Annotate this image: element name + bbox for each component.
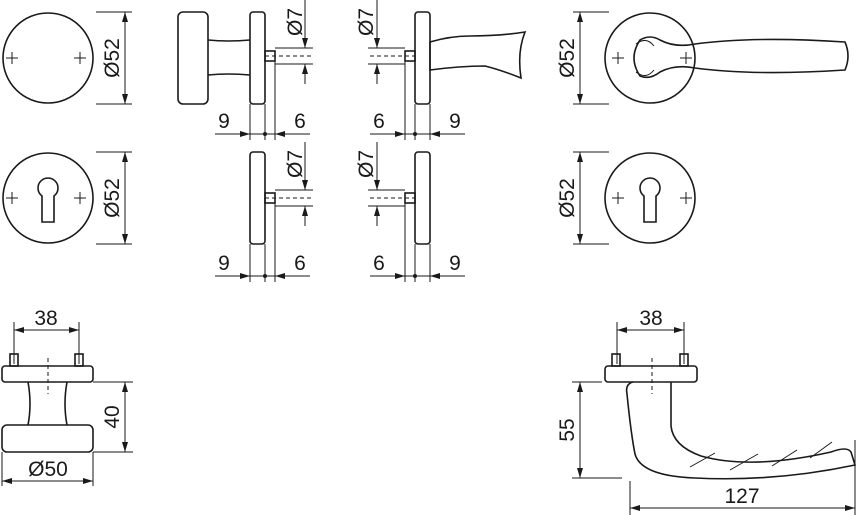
dim-spindle-diameter: Ø7 — [355, 8, 378, 36]
knob-side-view: Ø7 9 6 — [177, 0, 313, 140]
dim-escutcheon-diameter: Ø52 — [556, 178, 579, 218]
dim-spindle-diameter: Ø7 — [284, 8, 307, 36]
knob-top-view: 38 40 Ø50 — [1, 307, 133, 486]
dim-pin-spacing: 38 — [34, 307, 57, 330]
dim-pin-spacing: 38 — [639, 307, 662, 330]
dim-offset-6: 6 — [294, 252, 306, 275]
dim-knob-projection: 40 — [101, 405, 124, 428]
escutcheon-side-view-left: Ø7 9 6 — [215, 142, 313, 282]
key-escutcheon-front-view-right: Ø52 — [556, 151, 696, 245]
dim-spindle-diameter: Ø7 — [355, 150, 378, 178]
dim-offset-6: 6 — [373, 252, 385, 275]
dim-lever-projection: 55 — [556, 418, 579, 441]
lever-side-view: Ø7 6 9 — [355, 0, 527, 140]
dim-escutcheon-diameter: Ø52 — [101, 178, 124, 218]
dim-offset-6: 6 — [373, 110, 385, 133]
dim-offset-9: 9 — [218, 252, 230, 275]
dim-offset-9: 9 — [449, 252, 461, 275]
dim-knob-diameter: Ø50 — [28, 458, 68, 481]
dim-spindle-diameter: Ø7 — [284, 150, 307, 178]
key-escutcheon-front-view: Ø52 — [2, 151, 132, 245]
escutcheon-side-view-right: Ø7 6 9 — [355, 142, 465, 282]
lever-front-view: Ø52 — [556, 11, 849, 105]
dim-rose-diameter: Ø52 — [556, 38, 579, 78]
lever-top-view: 38 55 127 — [556, 307, 856, 515]
dim-offset-9: 9 — [449, 110, 461, 133]
dim-lever-length: 127 — [724, 485, 759, 508]
dim-offset-6: 6 — [294, 110, 306, 133]
dim-rose-diameter: Ø52 — [101, 38, 124, 78]
dim-offset-9: 9 — [218, 110, 230, 133]
round-rose-front-view: Ø52 — [2, 11, 132, 105]
